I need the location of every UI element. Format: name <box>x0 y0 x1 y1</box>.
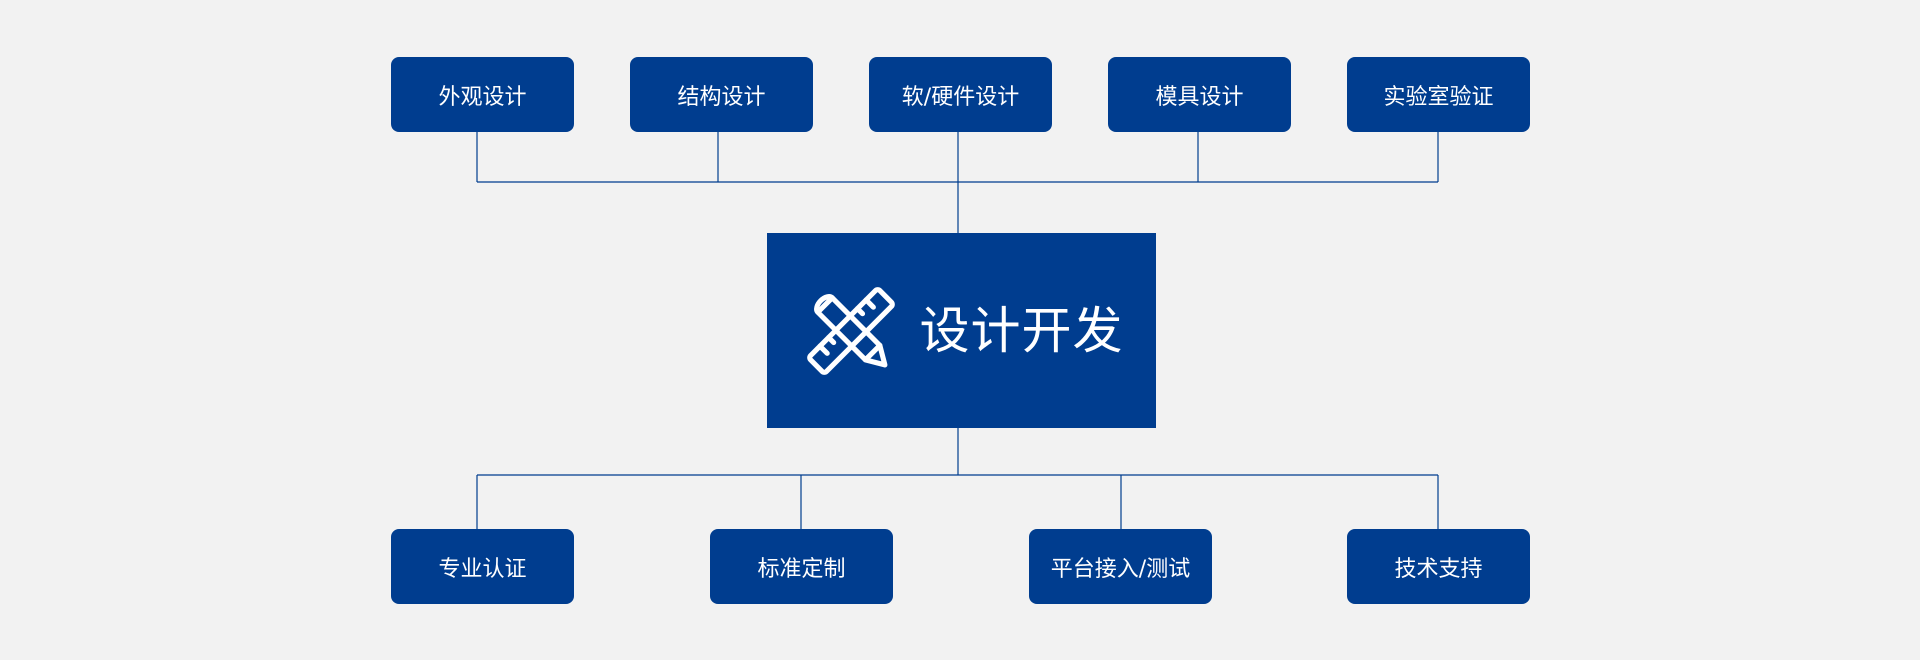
node-bottom-4-label: 技术支持 <box>1394 556 1483 582</box>
node-top-5: 实验室验证 <box>1347 57 1530 132</box>
node-bottom-3-label: 平台接入/测试 <box>1050 556 1191 582</box>
center-node: 设计开发 <box>767 233 1156 428</box>
node-bottom-2: 标准定制 <box>710 529 893 604</box>
node-bottom-1-label: 专业认证 <box>438 556 527 582</box>
node-top-1: 外观设计 <box>391 57 574 132</box>
node-top-2: 结构设计 <box>630 57 813 132</box>
node-top-4: 模具设计 <box>1108 57 1291 132</box>
node-bottom-3: 平台接入/测试 <box>1029 529 1212 604</box>
node-top-4-label: 模具设计 <box>1155 84 1244 110</box>
node-bottom-1: 专业认证 <box>391 529 574 604</box>
node-top-3: 软/硬件设计 <box>869 57 1052 132</box>
node-top-5-label: 实验室验证 <box>1383 84 1494 110</box>
center-node-label: 设计开发 <box>919 301 1124 360</box>
node-top-2-label: 结构设计 <box>677 84 766 110</box>
node-bottom-4: 技术支持 <box>1347 529 1530 604</box>
node-bottom-2-label: 标准定制 <box>757 556 846 582</box>
node-top-1-label: 外观设计 <box>438 84 527 110</box>
node-top-3-label: 软/硬件设计 <box>901 84 1020 110</box>
ruler-pencil-icon <box>806 286 895 375</box>
